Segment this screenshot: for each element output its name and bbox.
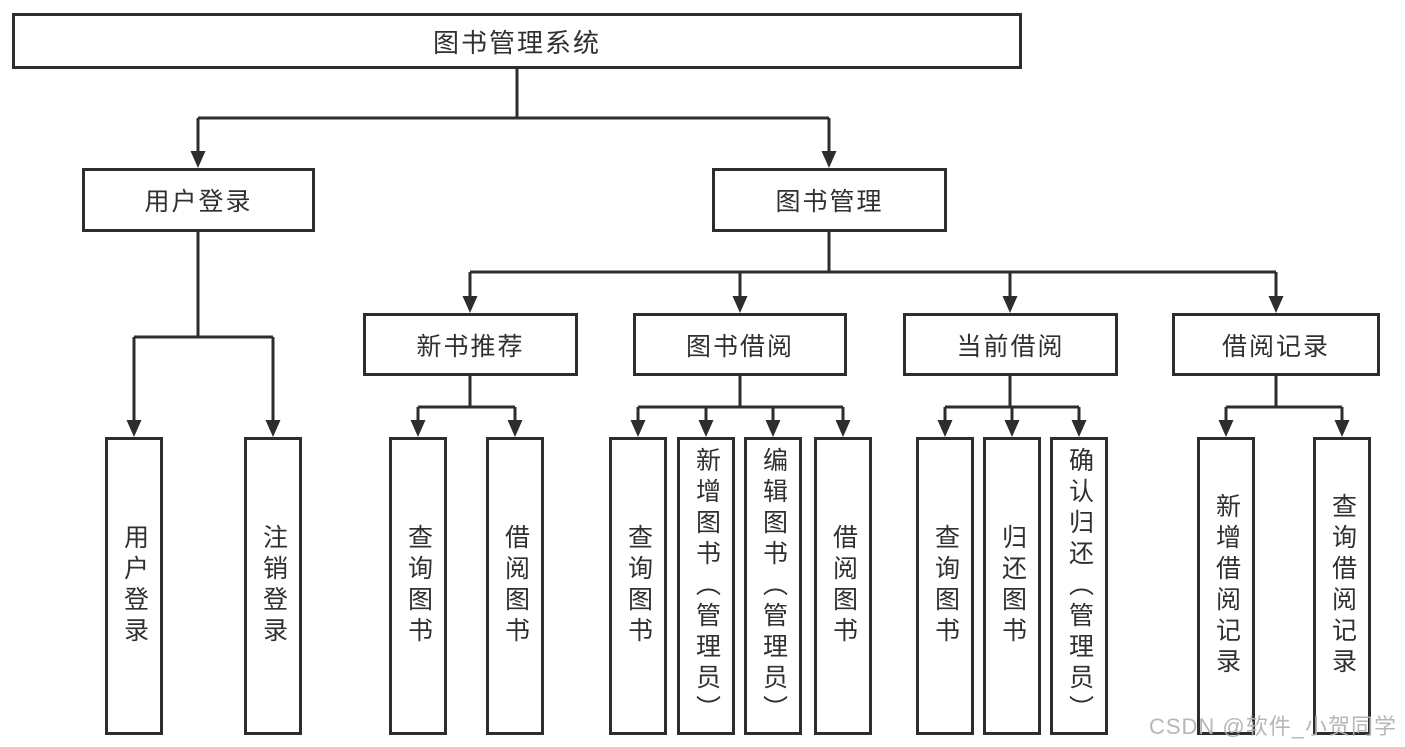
node-book-management-system: 图书管理系统 [12, 13, 1022, 69]
node-label: 新增图书（管理员） [692, 446, 721, 726]
node-borrowing-records: 借阅记录 [1172, 313, 1380, 376]
node-leaf-query-borrow-record: 查询借阅记录 [1313, 437, 1371, 735]
node-label: 查询借阅记录 [1328, 493, 1357, 679]
node-book-management: 图书管理 [712, 168, 947, 232]
node-label: 借阅图书 [501, 524, 530, 648]
node-leaf-return-books: 归还图书 [983, 437, 1041, 735]
node-label: 查询图书 [931, 524, 960, 648]
node-label: 新增借阅记录 [1212, 493, 1241, 679]
node-leaf-edit-books-admin: 编辑图书（管理员） [744, 437, 802, 735]
node-label: 借阅图书 [829, 524, 858, 648]
node-current-borrowing: 当前借阅 [903, 313, 1118, 376]
node-leaf-query-books-borrowing: 查询图书 [609, 437, 667, 735]
node-label: 图书借阅 [685, 332, 794, 361]
node-label: 借阅记录 [1221, 332, 1330, 361]
node-leaf-query-books-recommend: 查询图书 [389, 437, 447, 735]
node-leaf-user-login: 用户登录 [105, 437, 163, 735]
node-book-borrowing: 图书借阅 [633, 313, 847, 376]
node-leaf-logout: 注销登录 [244, 437, 302, 735]
node-leaf-confirm-return-admin: 确认归还（管理员） [1050, 437, 1108, 735]
node-label: 图书管理系统 [432, 27, 601, 58]
node-label: 确认归还（管理员） [1065, 446, 1094, 726]
csdn-watermark: CSDN @软件_小贺同学 [1148, 714, 1397, 739]
node-new-book-recommendation: 新书推荐 [363, 313, 578, 376]
node-user-login: 用户登录 [82, 168, 315, 232]
node-label: 查询图书 [624, 524, 653, 648]
node-label: 图书管理 [775, 188, 884, 216]
node-leaf-add-books-admin: 新增图书（管理员） [677, 437, 735, 735]
node-label: 当前借阅 [956, 332, 1065, 361]
node-label: 编辑图书（管理员） [759, 446, 788, 726]
node-label: 归还图书 [998, 524, 1027, 648]
node-label: 注销登录 [259, 524, 288, 648]
node-label: 用户登录 [144, 188, 253, 216]
node-leaf-query-books-current: 查询图书 [916, 437, 974, 735]
node-leaf-borrow-books-borrowing: 借阅图书 [814, 437, 872, 735]
node-label: 查询图书 [404, 524, 433, 648]
node-label: 用户登录 [120, 524, 149, 648]
node-label: 新书推荐 [416, 332, 525, 361]
node-leaf-borrow-books-recommend: 借阅图书 [486, 437, 544, 735]
node-leaf-add-borrow-record: 新增借阅记录 [1197, 437, 1255, 735]
